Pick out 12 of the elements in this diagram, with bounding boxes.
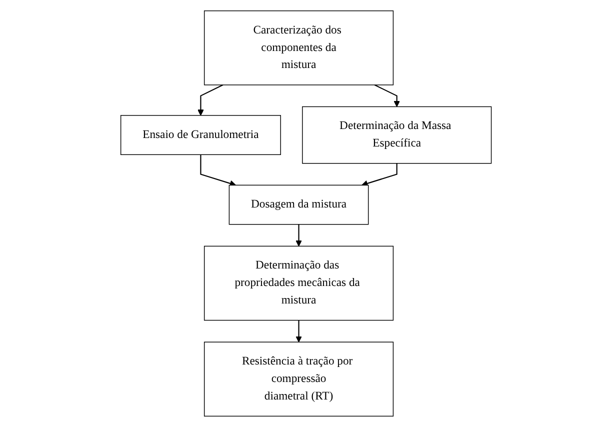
arrow <box>362 163 398 186</box>
node-box: Determinação da Massa Específica <box>302 106 492 164</box>
arrow <box>198 84 224 116</box>
node-box: Dosagem da mistura <box>229 184 370 225</box>
node-box: Ensaio de Granulometria <box>120 115 282 156</box>
arrow <box>200 154 236 186</box>
node-box: Resistência à tração por compressão diametral (RT) <box>204 342 394 417</box>
node-box: Caracterização dos componentes da mistura <box>204 10 394 86</box>
arrow <box>374 84 400 107</box>
node-box: Determinação das propriedades mecânicas da mistura <box>204 246 394 321</box>
arrow <box>296 224 302 246</box>
arrow <box>296 320 302 342</box>
